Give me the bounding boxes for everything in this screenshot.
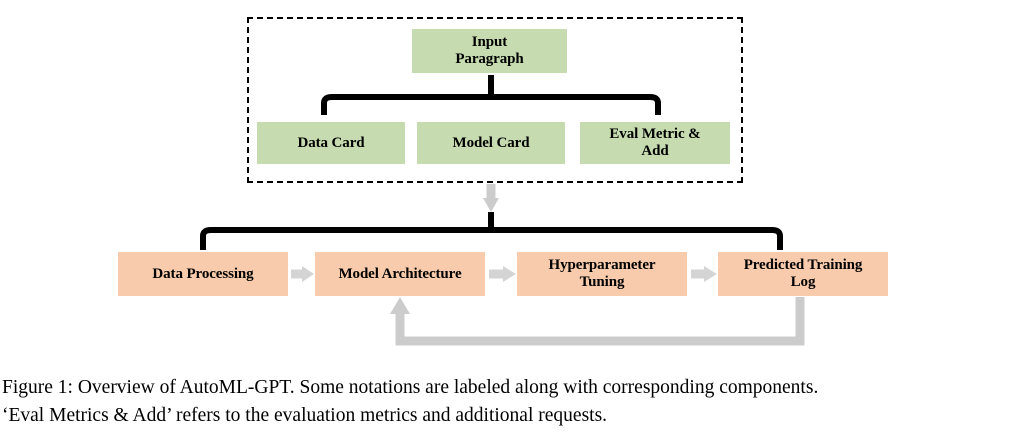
arrow-hyperparameter-to-predicted-log-head [704,266,717,282]
arrow-data-processing-to-model-architecture-head [302,266,314,282]
node-data-processing-label: Data Processing [152,265,254,282]
node-hyperparameter-line1: Hyperparameter [548,257,656,274]
arrow-model-architecture-to-hyperparameter-head [503,266,516,282]
node-input-paragraph-line1: Input [471,34,508,51]
node-eval-metric-line1: Eval Metric & [609,126,701,143]
node-model-architecture-label: Model Architecture [338,265,462,282]
node-input-paragraph-line2: Paragraph [455,51,524,67]
node-eval-metric-add[interactable]: Eval Metric &Add [580,122,730,164]
node-model-architecture[interactable]: Model Architecture [315,252,485,296]
node-predicted-log-line1: Predicted Training [743,257,863,274]
node-model-card[interactable]: Model Card [417,122,565,164]
node-eval-metric-line2: Add [641,143,669,159]
feedback-loop-shaft [395,297,805,346]
node-predicted-log-line2: Log [790,274,816,290]
node-hyperparameter-line2: Tuning [579,274,625,290]
input-group-dashed-box [247,17,743,183]
node-eval-metric-add-label: Eval Metric &Add [609,126,700,160]
node-data-card-label: Data Card [297,134,365,151]
node-model-card-label: Model Card [452,134,530,151]
node-data-processing[interactable]: Data Processing [118,252,288,296]
group-to-pipeline-arrow-head [483,198,499,212]
feedback-loop-arrow-head [390,297,410,314]
bottom-bracket-line [200,227,783,250]
figure-caption-line-1: Figure 1: Overview of AutoML-GPT. Some n… [2,377,819,398]
node-data-card[interactable]: Data Card [257,122,405,164]
figure-caption: Figure 1: Overview of AutoML-GPT. Some n… [2,374,1008,430]
figure-caption-line-2: ‘Eval Metrics & Add’ refers to the evalu… [2,405,608,426]
